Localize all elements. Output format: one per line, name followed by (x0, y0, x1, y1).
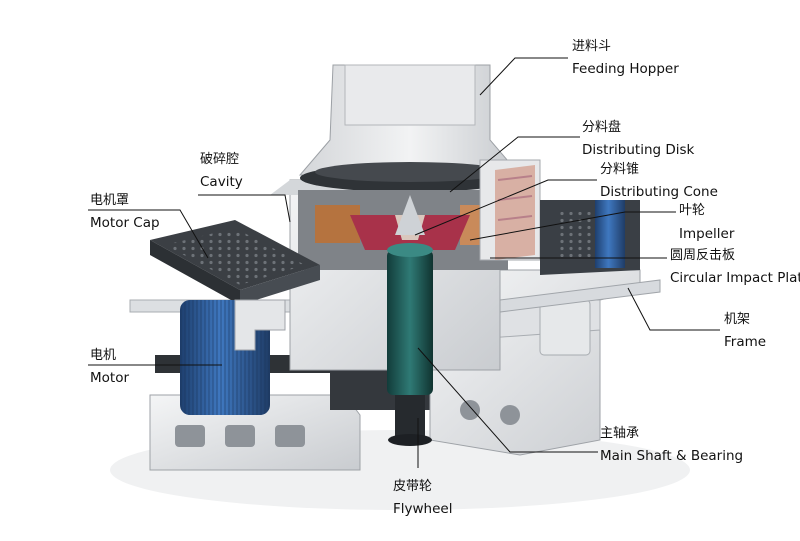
label-motor-cap-cn: 电机罩 (90, 193, 130, 208)
label-distributing-cone: 分料锥 Distributing Cone (600, 162, 718, 201)
label-feeding-hopper-en: Feeding Hopper (572, 61, 679, 78)
label-flywheel-en: Flywheel (393, 501, 453, 518)
leader-main-shaft (417, 347, 598, 453)
right-motor-cap (540, 200, 640, 275)
label-distributing-cone-en: Distributing Cone (600, 184, 718, 201)
label-frame: 机架 Frame (724, 312, 767, 351)
leader-distributing-cone (414, 179, 597, 236)
leader-cavity (198, 194, 291, 223)
feeding-hopper-shape (298, 64, 522, 192)
main-shaft-shape (387, 243, 433, 446)
label-cavity-cn: 破碎腔 (200, 152, 240, 167)
label-motor-en: Motor (90, 370, 130, 387)
label-impeller: 叶轮 Impeller (679, 203, 735, 243)
leader-lines (88, 57, 720, 468)
label-motor-cap: 电机罩 Motor Cap (90, 193, 160, 232)
label-frame-cn: 机架 (724, 312, 751, 327)
distributing-disk-housing (479, 159, 541, 261)
left-motor-assembly (150, 220, 320, 415)
label-motor: 电机 Motor (90, 348, 130, 387)
label-frame-en: Frame (724, 334, 767, 351)
label-circular-impact-plate: 圆周反击板 Circular Impact Plate (670, 248, 800, 287)
label-motor-cn: 电机 (90, 348, 117, 363)
label-main-shaft-en: Main Shaft & Bearing (600, 448, 744, 465)
label-impeller-en: Impeller (679, 226, 735, 243)
right-base-frame (429, 269, 661, 456)
label-main-shaft: 主轴承 Main Shaft & Bearing (600, 426, 744, 465)
label-flywheel-cn: 皮带轮 (393, 479, 433, 494)
label-motor-cap-en: Motor Cap (90, 215, 160, 232)
label-impeller-cn: 叶轮 (679, 203, 706, 218)
label-distributing-cone-cn: 分料锥 (600, 162, 640, 177)
leader-feeding-hopper (479, 57, 568, 96)
leader-motor-cap (88, 209, 209, 259)
label-cavity: 破碎腔 Cavity (200, 152, 243, 191)
label-feeding-hopper: 进料斗 Feeding Hopper (572, 39, 679, 78)
label-feeding-hopper-cn: 进料斗 (572, 39, 612, 54)
leader-frame (627, 287, 720, 331)
label-distributing-disk: 分料盘 Distributing Disk (582, 120, 695, 159)
label-flywheel: 皮带轮 Flywheel (393, 479, 453, 518)
leader-distributing-disk (449, 136, 580, 193)
label-cavity-en: Cavity (200, 174, 243, 191)
label-circular-impact-plate-en: Circular Impact Plate (670, 270, 800, 287)
label-distributing-disk-cn: 分料盘 (582, 120, 622, 135)
label-distributing-disk-en: Distributing Disk (582, 142, 695, 159)
leader-impeller (469, 211, 676, 241)
label-main-shaft-cn: 主轴承 (600, 426, 640, 441)
label-circular-impact-plate-cn: 圆周反击板 (670, 248, 736, 263)
